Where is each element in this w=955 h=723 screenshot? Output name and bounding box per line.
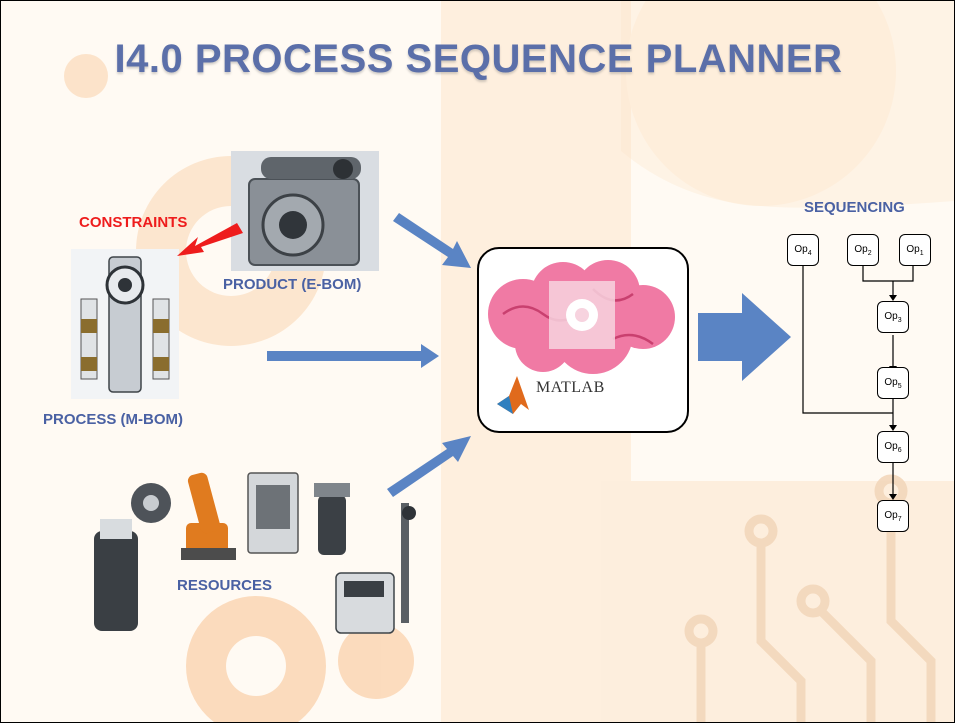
op-node-5: Op5 [877, 367, 909, 399]
page-title: I4.0 PROCESS SEQUENCE PLANNER [114, 37, 843, 81]
valve-icon [314, 483, 350, 555]
resources-label: RESOURCES [177, 577, 273, 594]
printer-icon [335, 503, 416, 634]
resources-arrow [387, 436, 471, 497]
gear-icon [186, 596, 414, 722]
brain-icon [488, 260, 675, 374]
op-node-7: Op7 [877, 500, 909, 532]
oven-icon [247, 472, 299, 554]
matlab-label: MATLAB [536, 379, 605, 396]
process-label: PROCESS (M-BOM) [43, 411, 183, 428]
constraint-arrow [177, 223, 243, 256]
constraints-label: CONSTRAINTS [79, 214, 188, 231]
op-node-2: Op2 [847, 234, 879, 266]
process-arrow [267, 344, 439, 368]
op-node-6: Op6 [877, 431, 909, 463]
product-photo [231, 151, 379, 271]
matlab-logo-icon [497, 376, 529, 414]
gripper-icon [94, 519, 138, 631]
op-node-4: Op4 [787, 234, 819, 266]
product-arrow [393, 213, 471, 268]
spindle-icon [131, 483, 171, 523]
resources-photo [94, 472, 416, 634]
product-label: PRODUCT (E-BOM) [223, 276, 362, 293]
process-diagram [71, 249, 179, 399]
op-node-1: Op1 [899, 234, 931, 266]
robot-arm-icon [181, 472, 236, 560]
sequencing-label: SEQUENCING [804, 199, 905, 216]
gear-icon [64, 54, 108, 98]
op-node-3: Op3 [877, 301, 909, 333]
gear-icon [566, 299, 598, 331]
output-arrow [698, 293, 791, 381]
